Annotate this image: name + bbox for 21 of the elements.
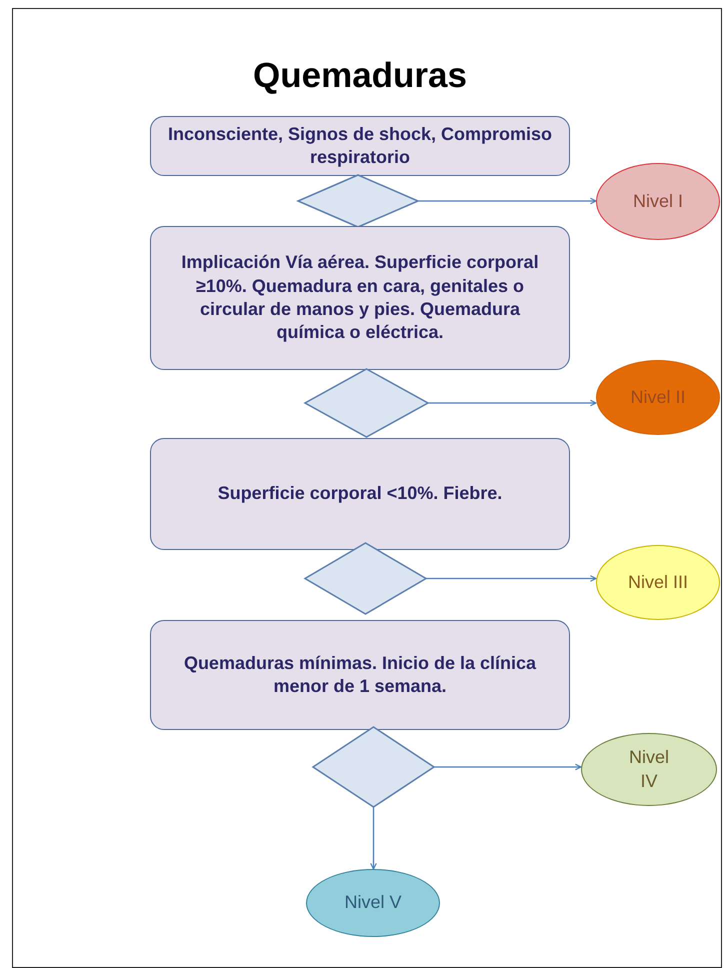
node-text: Nivel I [632,190,683,213]
arrow [434,764,582,770]
process-box [150,226,570,370]
arrow [428,400,597,406]
node-text: Nivel II [630,386,686,409]
decision-diamond [313,727,434,807]
node-text: Nivel IV [628,746,670,792]
node-text: Quemaduras mínimas. Inicio de la clínica menor de 1 semana. [182,652,538,698]
decision-diamond [305,543,426,614]
process-box [150,438,570,550]
process-box [150,116,570,176]
diagram-title: Quemaduras [252,56,468,96]
node-text: Nivel III [628,570,688,594]
node-text: Implicación Vía aérea. Superficie corporal ≥10%. Quemadura en cara, genitales o circular de manos y pies. Quemadura química o eléctrica. [180,251,540,344]
node-text: Inconsciente, Signos de shock, Compromiso respiratorio [166,122,554,169]
arrow [418,198,597,204]
process-box [150,620,570,730]
node-text: Superficie corporal <10%. Fiebre. [218,482,502,506]
node-text: Nivel V [344,891,402,914]
arrow [426,575,597,582]
arrow [370,807,377,870]
